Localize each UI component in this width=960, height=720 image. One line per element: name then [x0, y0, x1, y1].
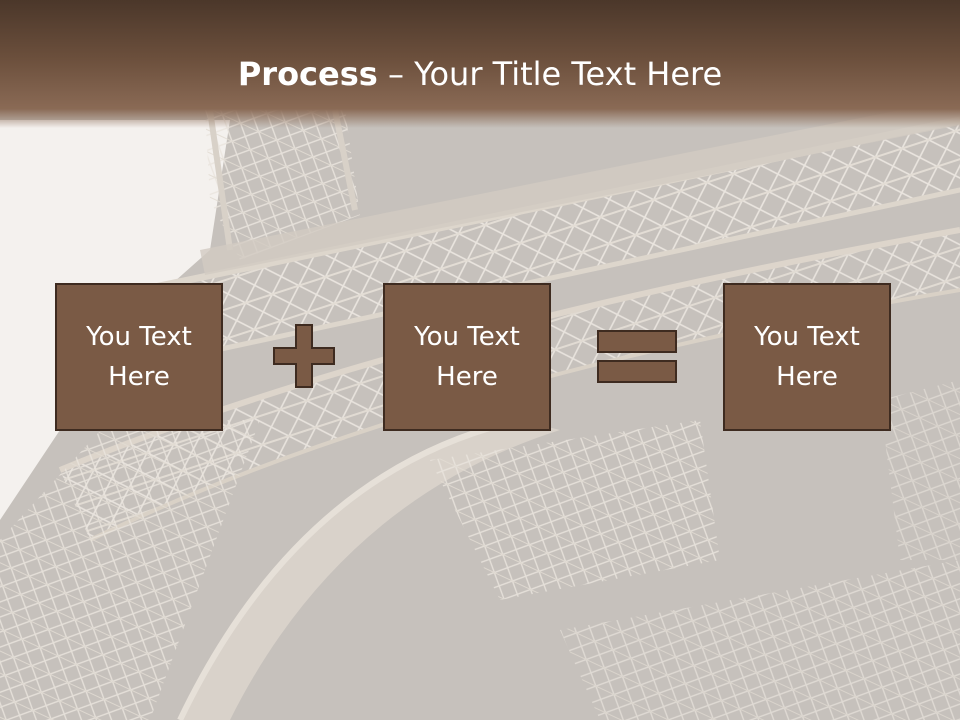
title-bar — [0, 0, 960, 128]
process-box-2-text: You Text Here — [414, 322, 520, 392]
title-bold: Process — [237, 55, 378, 93]
process-box-1[interactable]: You Text Here — [55, 283, 223, 431]
process-box-2[interactable]: You Text Here — [383, 283, 551, 431]
title-rest: – Your Title Text Here — [377, 55, 723, 93]
equals-icon — [597, 330, 677, 383]
process-box-3-text: You Text Here — [754, 322, 860, 392]
slide-title: Process – Your Title Text Here — [0, 52, 960, 96]
plus-icon — [273, 324, 335, 388]
process-box-1-text: You Text Here — [86, 322, 192, 392]
process-box-3[interactable]: You Text Here — [723, 283, 891, 431]
